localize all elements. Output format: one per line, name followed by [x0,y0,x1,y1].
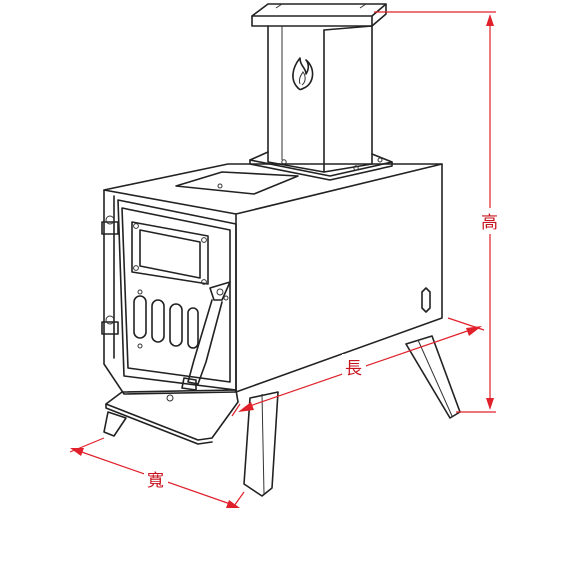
width-dimension: 寬 [69,437,245,508]
stove-body [101,163,443,395]
height-dimension: 高 [374,11,502,413]
door-hinge-top [101,215,119,235]
door-hinge-bottom [101,315,119,335]
length-label: 長 [345,359,362,379]
chimney [249,3,393,181]
flame-icon [292,57,314,91]
air-vents [133,295,199,349]
length-dimension: 長 [231,317,485,417]
ash-tray[interactable] [105,389,239,445]
side-handle[interactable] [421,287,431,313]
door-handle[interactable] [181,281,231,391]
width-label: 寬 [147,471,164,491]
height-label: 高 [481,213,498,233]
